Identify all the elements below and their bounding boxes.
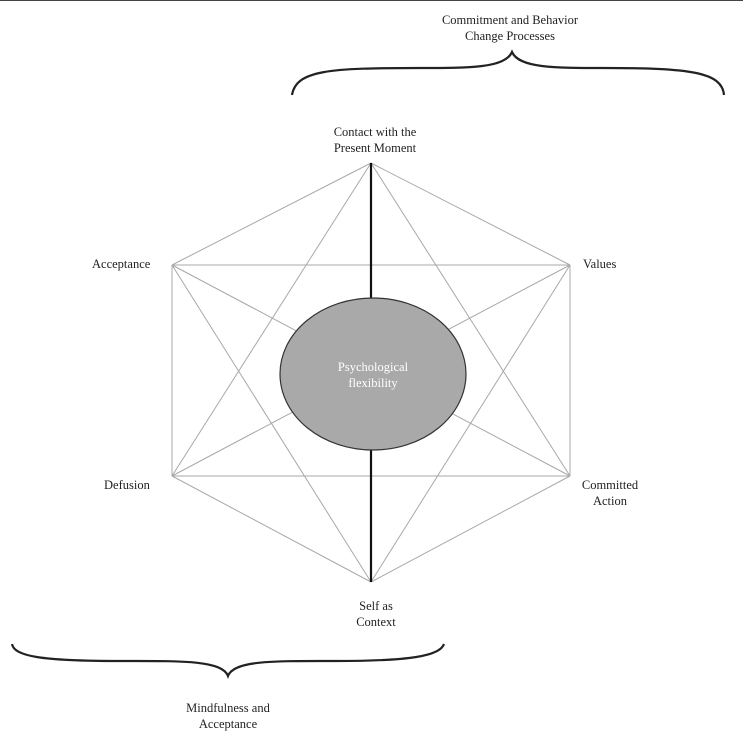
node-bottom-line2: Context	[356, 615, 396, 629]
center-label-line2: flexibility	[348, 376, 398, 390]
node-values: Values	[583, 257, 617, 271]
node-top-line2: Present Moment	[333, 141, 417, 155]
top-brace	[290, 49, 726, 96]
top-bracket-label-line2: Change Processes	[465, 29, 555, 43]
top-bracket-label: Commitment and Behavior Change Processes	[410, 12, 610, 44]
node-top-line1: Contact with the	[333, 125, 417, 139]
connector-lr-bot	[370, 475, 571, 583]
connector-ll-top	[171, 162, 372, 477]
connector-ul-top	[171, 162, 372, 266]
node-contact-present-moment: Contact with the Present Moment	[300, 124, 450, 156]
top-rule	[0, 0, 743, 1]
center-ellipse	[279, 297, 467, 451]
center-label: Psychological flexibility	[313, 359, 433, 391]
node-committed-action: Committed Action	[570, 477, 650, 509]
connector-top-lr	[370, 162, 571, 477]
connector-top-ur	[370, 162, 571, 266]
connector-bot-ll	[171, 475, 372, 583]
node-bottom-line1: Self as	[359, 599, 393, 613]
bottom-bracket-label-line1: Mindfulness and	[186, 701, 270, 715]
center-label-line1: Psychological	[337, 360, 409, 374]
node-defusion: Defusion	[104, 478, 150, 492]
node-lower-right-line1: Committed	[581, 478, 639, 492]
top-bracket-label-line1: Commitment and Behavior	[441, 13, 579, 27]
node-lower-right-line2: Action	[592, 494, 628, 508]
node-acceptance: Acceptance	[92, 257, 151, 271]
bottom-bracket-label: Mindfulness and Acceptance	[148, 700, 308, 732]
bottom-brace	[10, 643, 446, 680]
bottom-bracket-label-line2: Acceptance	[198, 717, 258, 731]
node-self-as-context: Self as Context	[326, 598, 426, 630]
